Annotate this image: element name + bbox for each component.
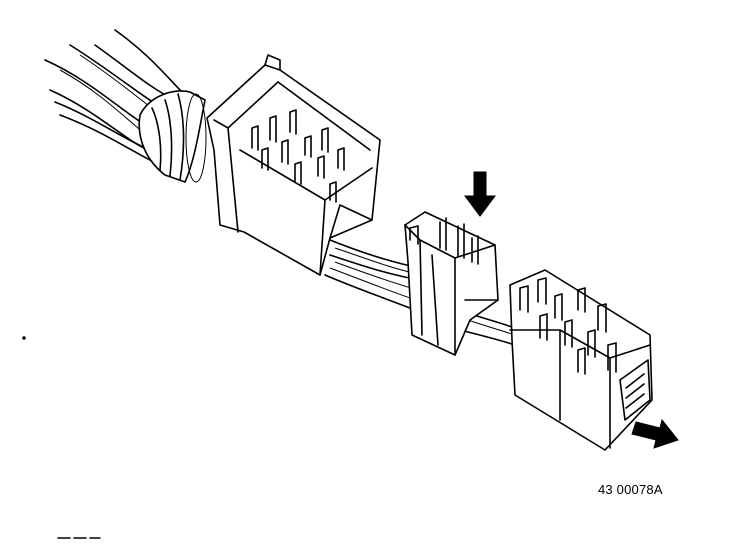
insert-direction-arrow — [464, 171, 496, 217]
right-connector-housing — [509, 269, 653, 451]
middle-connector — [404, 211, 499, 356]
wire-bundle — [44, 29, 186, 161]
left-connector-pins — [251, 109, 345, 203]
right-connector-pins — [519, 277, 617, 375]
speck — [22, 336, 26, 340]
figure-reference-code: 43 00078A — [598, 482, 663, 497]
left-connector-housing — [206, 54, 381, 276]
pull-direction-arrow — [631, 418, 679, 449]
wire-boot — [138, 90, 207, 183]
